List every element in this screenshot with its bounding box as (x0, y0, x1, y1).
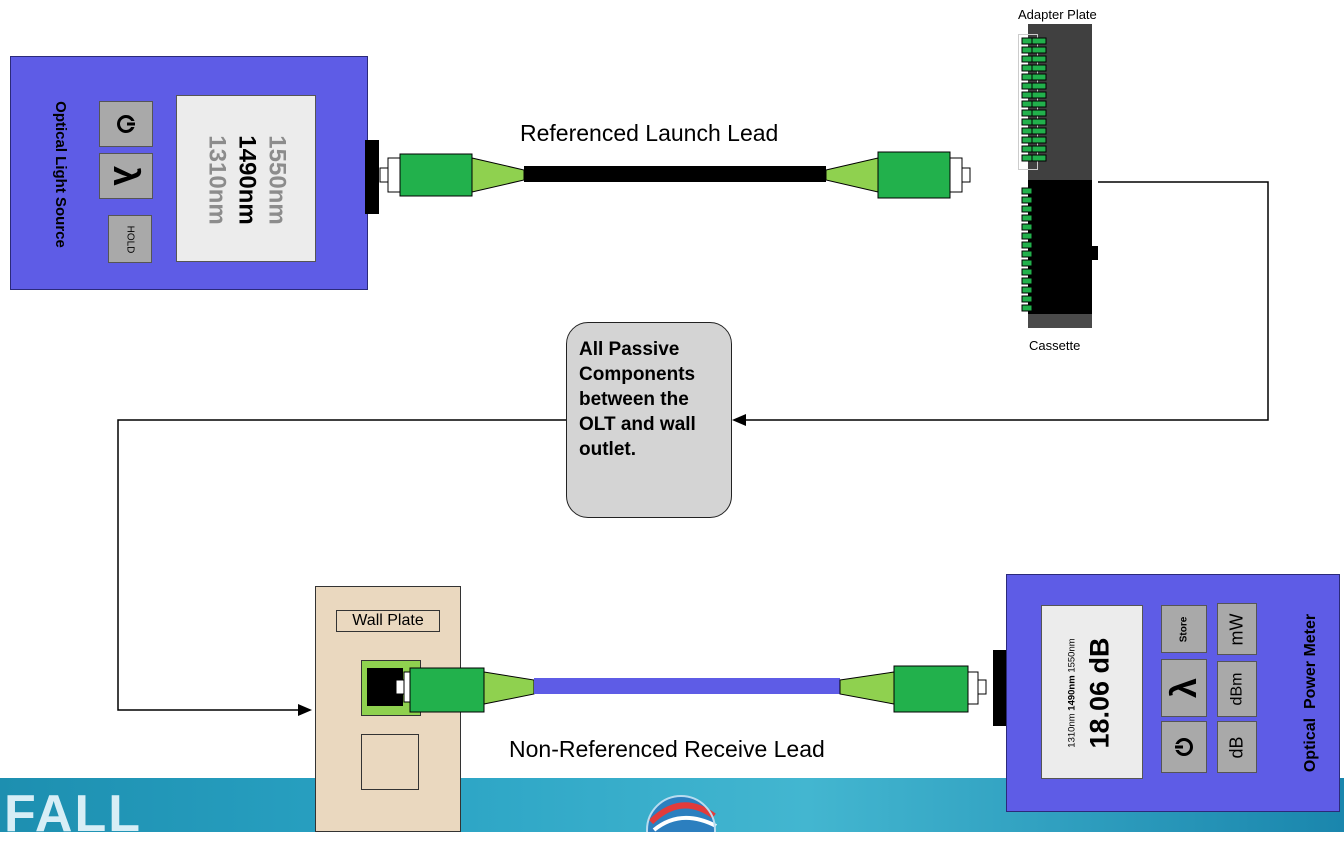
power-meter-port (993, 650, 1007, 726)
receive-lead-label: Non-Referenced Receive Lead (509, 736, 825, 762)
receive-lead-collar-right (967, 671, 979, 705)
receive-lead-boot-right (839, 671, 895, 705)
globe-logo-icon (646, 795, 717, 832)
adapter-ports (1021, 37, 1047, 312)
wall-plate-port-empty (361, 734, 419, 790)
db-button[interactable]: dB (1217, 721, 1257, 773)
store-label: Store (1178, 616, 1190, 642)
dbm-button[interactable]: dBm (1217, 661, 1257, 717)
store-button[interactable]: Store (1161, 605, 1207, 653)
power-meter-title-word1: Optical (1302, 717, 1320, 773)
power-button[interactable] (99, 101, 153, 147)
mw-label: mW (1226, 613, 1247, 645)
cassette (1028, 180, 1092, 314)
power-reading: 18.06 dB (1085, 637, 1115, 749)
cassette-base (1028, 314, 1092, 328)
cassette-to-passive-line (740, 181, 1269, 421)
meter-power-button[interactable] (1161, 721, 1207, 773)
optical-light-source: Optical Light Source λ HOLD 1550nm 1490n… (10, 56, 368, 290)
cassette-latch (1092, 246, 1098, 260)
db-label: dB (1226, 735, 1247, 759)
wavelength-button[interactable]: λ (99, 153, 153, 199)
receive-lead (395, 665, 987, 713)
meter-wavelength-1490: 1490nm (1067, 675, 1078, 711)
meter-wavelength-button[interactable]: λ (1161, 659, 1207, 717)
arrow-to-wall-plate (298, 704, 312, 716)
adapter-plate-label: Adapter Plate (1018, 7, 1097, 22)
passive-to-wall-line (117, 419, 566, 711)
launch-lead-cable (524, 166, 826, 182)
arrow-to-passive (732, 414, 746, 426)
power-meter-display: 1310nm 1490nm 1550nm 18.06 dB (1041, 605, 1143, 779)
optical-power-meter: 1310nm 1490nm 1550nm 18.06 dB Store λ mW… (1006, 574, 1340, 812)
light-source-display: 1550nm 1490nm 1310nm (176, 95, 316, 262)
footer-logo-text: FALL (4, 785, 142, 843)
receive-lead-connector-right (893, 665, 969, 713)
launch-lead (379, 151, 971, 199)
hold-button[interactable]: HOLD (108, 215, 152, 263)
passive-components-note: All Passive Components between the OLT a… (566, 322, 732, 518)
meter-lambda-icon: λ (1163, 677, 1204, 699)
wall-plate-label: Wall Plate (336, 610, 440, 632)
meter-wavelength-1310: 1310nm (1067, 713, 1078, 748)
power-icon (117, 115, 136, 133)
receive-lead-ferrule-right (977, 679, 987, 695)
dbm-label: dBm (1228, 672, 1245, 706)
meter-wavelength-1550: 1550nm (1067, 638, 1078, 673)
launch-lead-label: Referenced Launch Lead (520, 120, 779, 146)
meter-power-icon (1174, 738, 1193, 756)
receive-lead-cable (534, 678, 840, 694)
receive-lead-ferrule-left (395, 679, 405, 695)
receive-lead-connector-left (409, 667, 485, 713)
mw-button[interactable]: mW (1217, 603, 1257, 655)
light-source-port (365, 140, 379, 214)
power-meter-title-word2: Power Meter (1302, 613, 1320, 710)
receive-lead-boot-left (483, 671, 535, 705)
launch-lead-ferrule-right (961, 167, 971, 183)
cassette-label: Cassette (1029, 338, 1081, 353)
